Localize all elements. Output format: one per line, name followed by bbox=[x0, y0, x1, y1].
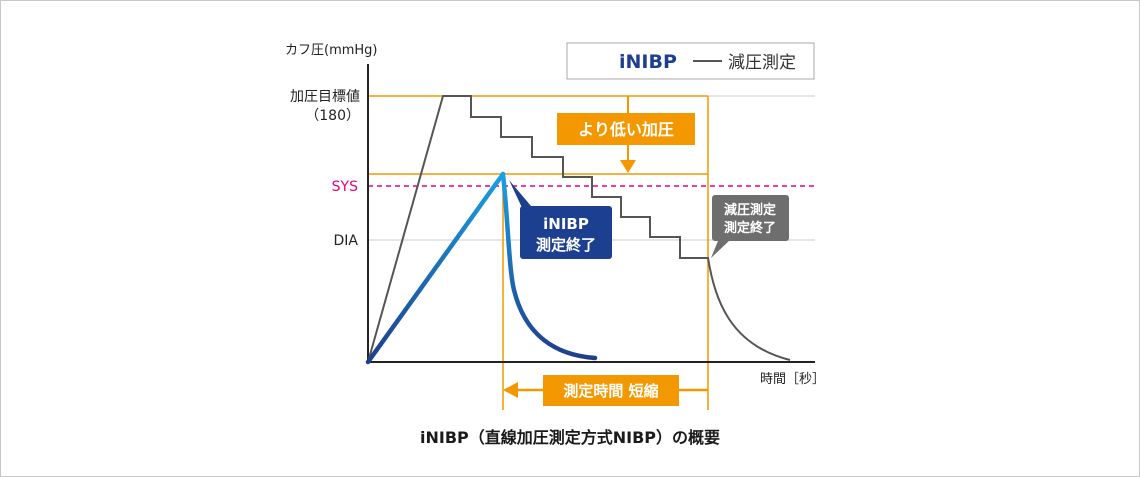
decompression-series-line bbox=[367, 95, 791, 363]
decomp-end-callout bbox=[712, 195, 789, 241]
target-label-line2: （180） bbox=[305, 108, 360, 124]
lower-pressure-box bbox=[557, 113, 695, 145]
inibp-end-callout bbox=[520, 206, 612, 259]
decomp-end-line2: 測定終了 bbox=[724, 220, 776, 236]
inibp-series-decay bbox=[500, 171, 598, 361]
figure-caption: iNIBP（直線加圧測定方式NIBP）の概要 bbox=[419, 428, 721, 447]
sys-label: SYS bbox=[332, 179, 358, 195]
lower-pressure-label: より低い加圧 bbox=[578, 120, 674, 139]
legend-decomp-label: 減圧測定 bbox=[728, 53, 796, 73]
lower-pressure-arrow-head bbox=[620, 160, 636, 173]
inibp-end-line1: iNIBP bbox=[543, 215, 589, 233]
pressure-time-chart: カフ圧(mmHg) 時間［秒］ 加圧目標値 （180） SYS DIA iNIB… bbox=[285, 42, 825, 410]
inibp-series-rise bbox=[365, 171, 506, 365]
y-axis-label: カフ圧(mmHg) bbox=[285, 43, 378, 58]
target-label-line1: 加圧目標値 bbox=[290, 89, 360, 105]
inibp-callout-pointer bbox=[509, 180, 531, 212]
inibp-end-line2: 測定終了 bbox=[536, 236, 596, 254]
time-shortened-box bbox=[543, 375, 679, 406]
time-shortened-label: 測定時間 短縮 bbox=[563, 382, 658, 400]
dia-label: DIA bbox=[334, 233, 359, 249]
decomp-callout-pointer bbox=[711, 236, 730, 258]
time-shortened-arrow-head bbox=[503, 382, 518, 398]
x-axis-label: 時間［秒］ bbox=[760, 372, 825, 387]
legend-inibp-label: iNIBP bbox=[619, 51, 677, 73]
decomp-end-line1: 減圧測定 bbox=[724, 202, 776, 218]
